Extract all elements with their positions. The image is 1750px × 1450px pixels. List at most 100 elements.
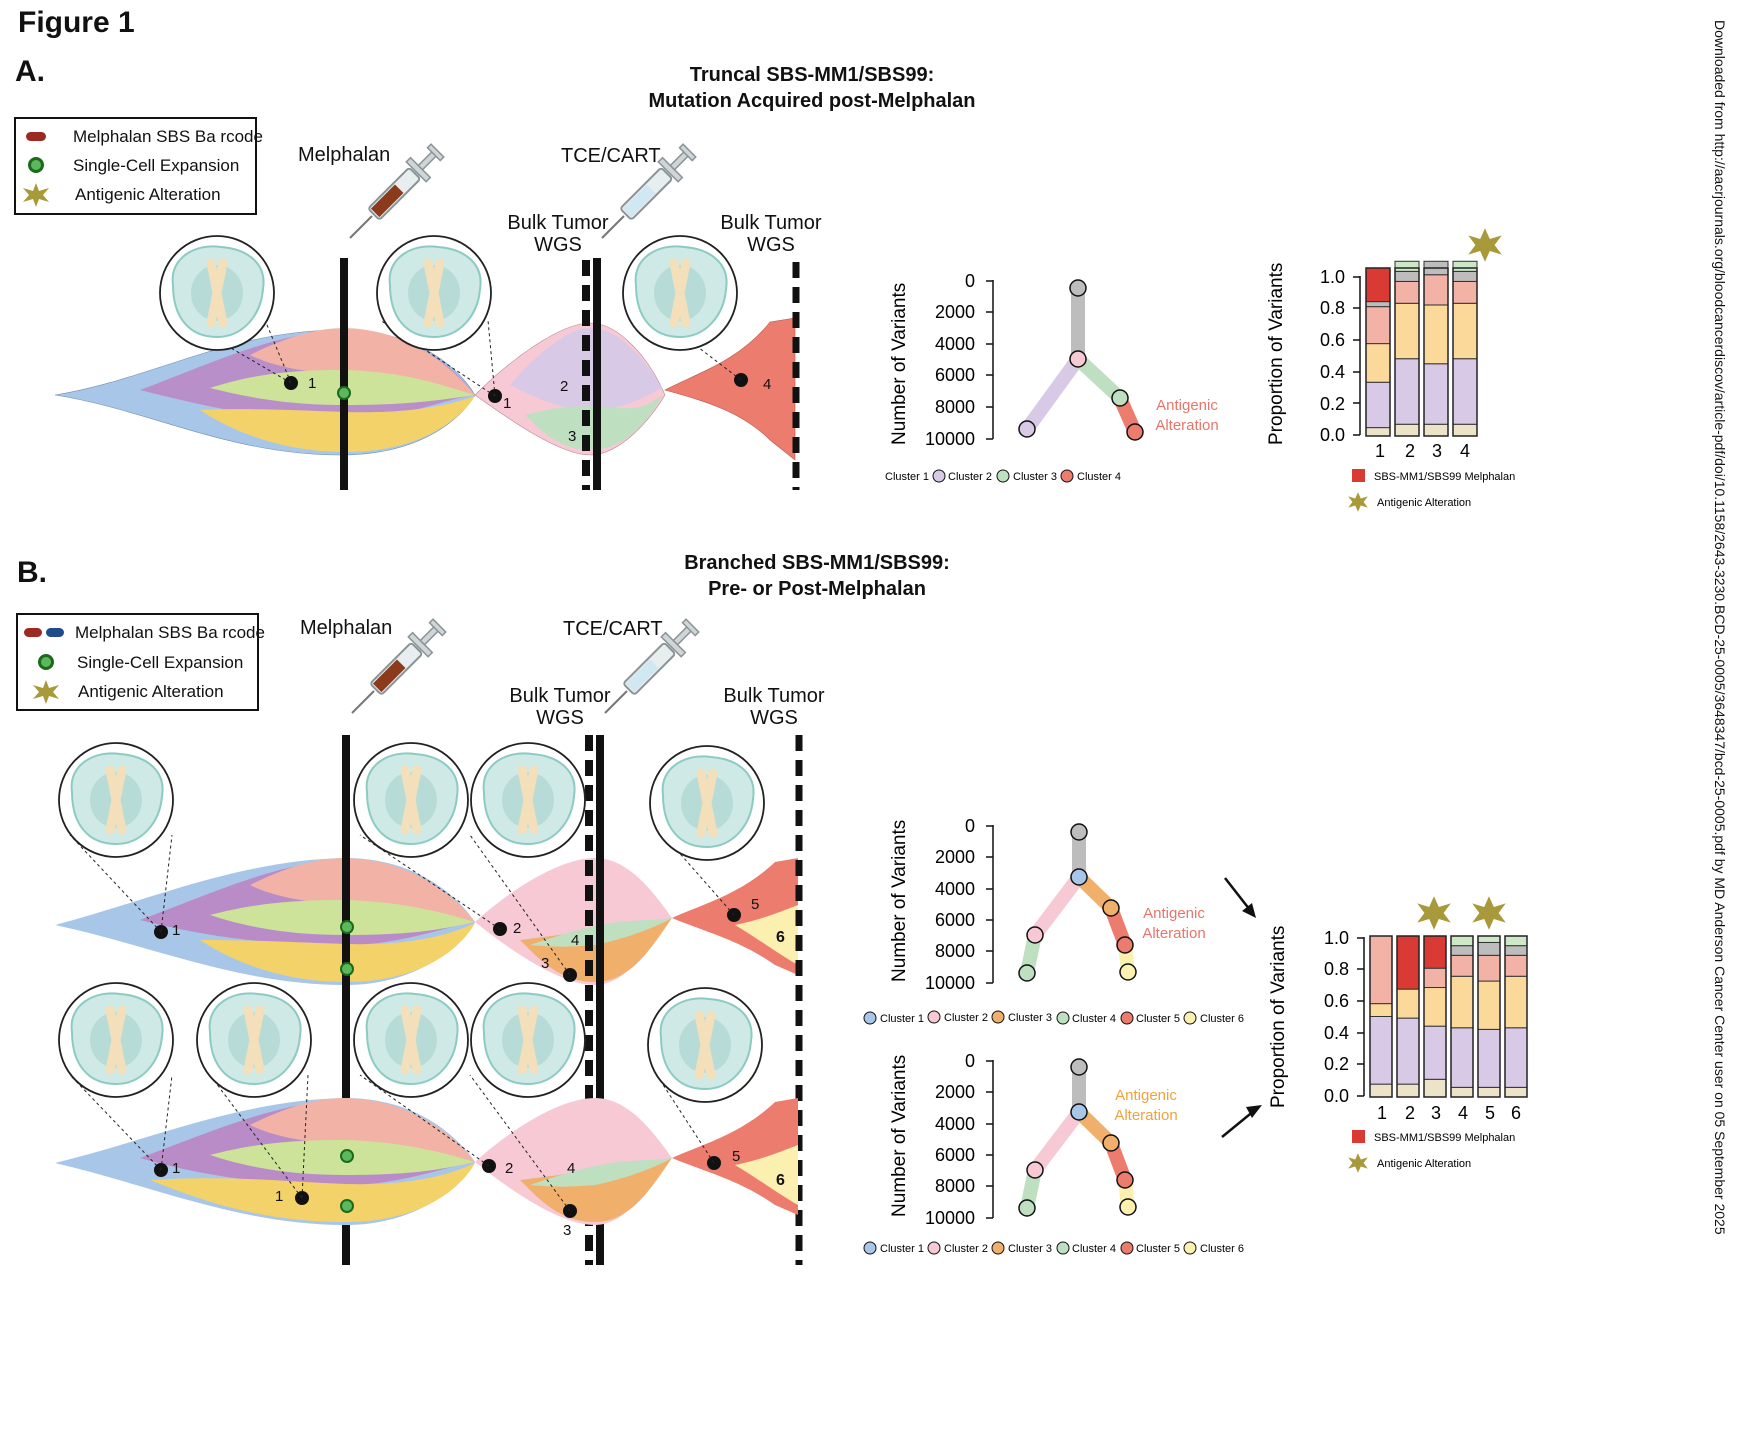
tick-label: 0.6 <box>1320 330 1345 350</box>
tree-legend-item: Cluster 5 <box>1136 1013 1180 1025</box>
tick-label: 0 <box>965 816 975 836</box>
panel-b-title: Branched SBS-MM1/SBS99: Pre- or Post-Mel… <box>517 550 1117 602</box>
barcode-blue-icon <box>46 628 64 637</box>
bar-segment-1-3 <box>1365 306 1391 345</box>
bar-segment-1-0 <box>1369 1083 1393 1098</box>
clone-number: 5 <box>732 1148 741 1165</box>
clone-number: 1 <box>308 375 317 392</box>
panel-b-tree-top: Number of Variants 0 2000 4000 6000 8000… <box>863 816 1244 1025</box>
bar-segment-4-2 <box>1450 975 1474 1029</box>
panel-a-tce-label: TCE/CART <box>561 145 661 167</box>
bar-segment-5-2 <box>1477 980 1501 1030</box>
clone-number: 1 <box>172 922 181 939</box>
clone-number: 1 <box>275 1188 284 1205</box>
antigenic-star-icon <box>1417 896 1451 930</box>
bar-segment-1-3 <box>1369 935 1393 1005</box>
bar-outline-3 <box>1423 267 1449 437</box>
tick-label: 8000 <box>935 397 975 417</box>
tree-legend-item: Cluster 3 <box>1013 471 1057 483</box>
tick-label: 4000 <box>935 334 975 354</box>
tick-label: 6000 <box>935 910 975 930</box>
bar-segment-4-3 <box>1452 280 1478 304</box>
bar-segment-4-0 <box>1450 1086 1474 1098</box>
bar-segment-5-1 <box>1477 1028 1501 1088</box>
bar-segment-2-0 <box>1396 1083 1420 1098</box>
bar-segment-4-4 <box>1450 945 1474 956</box>
tick-label: 10000 <box>925 973 975 993</box>
tree-legend-item: Cluster 6 <box>1200 1013 1244 1025</box>
bar-segment-3-2 <box>1423 987 1447 1027</box>
bar-segment-3-3 <box>1423 274 1449 306</box>
bar-segment-6-0 <box>1504 1086 1528 1098</box>
bar-segment-5-4 <box>1477 941 1501 956</box>
bar-legend-melphalan: SBS-MM1/SBS99 Melphalan <box>1374 1132 1515 1144</box>
clone-number: 2 <box>513 920 522 937</box>
bar-outline-1 <box>1365 267 1391 437</box>
bar-segment-4-6 <box>1452 260 1478 272</box>
tree-legend-item: Cluster 1 <box>880 1013 924 1025</box>
legend-antigenic: Antigenic Alteration <box>18 680 257 706</box>
legend-single-cell: Single-Cell Expansion <box>18 651 257 677</box>
bar-segment-4-0 <box>1452 423 1478 437</box>
bar-segment-1-1 <box>1365 381 1391 429</box>
clone-number: 4 <box>567 1160 576 1177</box>
clone-number: 1 <box>503 395 512 412</box>
tree-legend-item: Cluster 1 <box>880 1243 924 1255</box>
tick-label: 6000 <box>935 1145 975 1165</box>
panel-b-fishplot-bottom <box>55 983 798 1225</box>
tick-label: 0.8 <box>1320 298 1345 318</box>
legend-melphalan-barcode: Melphalan SBS Ba rcode <box>18 621 265 647</box>
tick-label: 8000 <box>935 941 975 961</box>
tick-label: 2000 <box>935 1082 975 1102</box>
tree-legend-item: Cluster 2 <box>944 1012 988 1024</box>
bar-ylabel: Proportion of Variants <box>1268 926 1289 1108</box>
bar-segment-4-1 <box>1452 358 1478 425</box>
bar-segment-4-3 <box>1450 954 1474 977</box>
download-note: Downloaded from http://aacrjournals.org/… <box>1712 20 1728 1235</box>
illustration-layer <box>0 143 1262 1265</box>
bar-segment-1-4 <box>1365 301 1391 308</box>
tree-ylabel: Number of Variants <box>889 283 910 445</box>
legend-single-cell: Single-Cell Expansion <box>16 154 255 180</box>
tick-label: 4000 <box>935 879 975 899</box>
bar-segment-4-6 <box>1450 935 1474 947</box>
bar-segment-5-6 <box>1477 935 1501 943</box>
panel-b-tce-label: TCE/CART <box>563 618 663 640</box>
tick-label: 0 <box>965 1051 975 1071</box>
panel-a-fishplot <box>54 236 800 490</box>
tick-label: 0.8 <box>1324 959 1349 979</box>
antigenic-annotation: Alteration <box>1155 417 1218 434</box>
panel-b-tree-bottom: Number of Variants 0 2000 4000 6000 8000… <box>863 1051 1244 1255</box>
panel-b-melphalan-label: Melphalan <box>300 617 393 639</box>
antigenic-star-icon <box>1348 1153 1368 1173</box>
tree-legend-item: Cluster 5 <box>1136 1243 1180 1255</box>
bar-category-label: 4 <box>1460 441 1470 461</box>
bar-outline-4 <box>1452 267 1478 437</box>
clone-number: 3 <box>541 955 550 972</box>
antigenic-annotation: Alteration <box>1142 925 1205 942</box>
bar-category-label: 1 <box>1375 441 1385 461</box>
bar-segment-6-4 <box>1504 945 1528 956</box>
bar-segment-2-1 <box>1396 1017 1420 1085</box>
bar-segment-2-6 <box>1394 260 1420 272</box>
tick-label: 8000 <box>935 1176 975 1196</box>
bar-category-label: 4 <box>1458 1103 1468 1123</box>
tick-label: 1.0 <box>1324 928 1349 948</box>
expansion-dot-icon <box>28 157 44 173</box>
clone-number: 2 <box>560 378 569 395</box>
bar-outline-2 <box>1394 267 1420 437</box>
bar-segment-1-2 <box>1369 1003 1393 1018</box>
bar-segment-1-1 <box>1369 1016 1393 1085</box>
tick-label: 0.4 <box>1320 362 1345 382</box>
bar-segment-5-3 <box>1477 954 1501 982</box>
panel-a-title: Truncal SBS-MM1/SBS99: Mutation Acquired… <box>512 62 1112 114</box>
bar-segment-4-4 <box>1452 270 1478 282</box>
bar-ylabel: Proportion of Variants <box>1266 263 1287 445</box>
tick-label: 6000 <box>935 365 975 385</box>
antigenic-star-icon <box>33 680 59 704</box>
clone-number: 3 <box>568 428 577 445</box>
